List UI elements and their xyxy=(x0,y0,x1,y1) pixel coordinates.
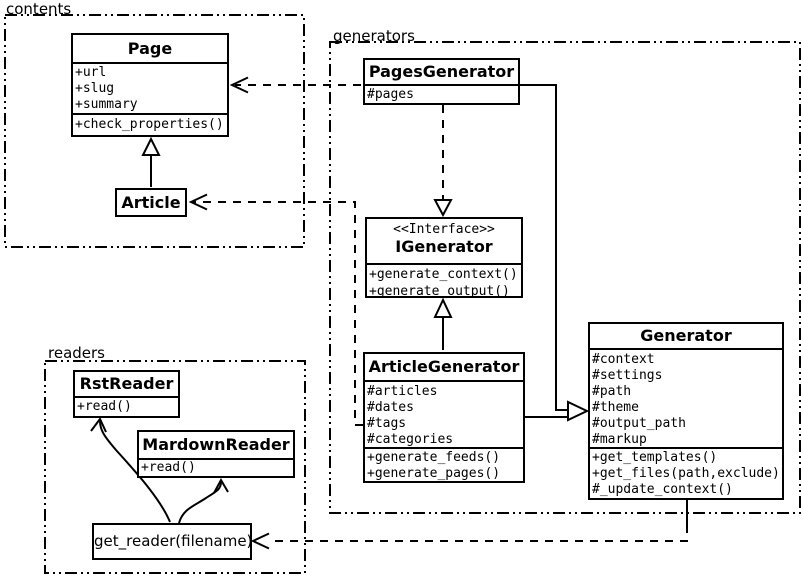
class-pagesgenerator-attributes: #pages xyxy=(365,84,518,103)
method: +check_properties() xyxy=(75,117,224,132)
attribute: #markup xyxy=(592,432,647,447)
attribute: +summary xyxy=(75,97,138,112)
articlegenerator-article-arrowhead xyxy=(188,193,208,211)
attribute: #categories xyxy=(367,432,454,447)
class-generator: Generator #context #settings #path #them… xyxy=(588,322,784,500)
method: +read() xyxy=(77,399,132,414)
pagesgenerator-page-arrowhead xyxy=(229,76,249,94)
attribute: #tags xyxy=(367,416,407,431)
get-reader-label: get_reader(filename) xyxy=(94,532,253,550)
getreader-rstreader-arrowhead xyxy=(90,417,107,433)
method: +get_templates() xyxy=(592,450,718,465)
attribute: +url xyxy=(75,65,107,80)
class-article-title: Article xyxy=(121,193,181,212)
contents-package-label: contents xyxy=(6,0,72,18)
attribute: #theme xyxy=(592,400,639,415)
method: +read() xyxy=(141,460,196,475)
class-pagesgenerator: PagesGenerator #pages xyxy=(363,58,520,105)
class-igenerator: <<Interface>> IGenerator +generate_conte… xyxy=(365,217,523,299)
class-generator-title: Generator xyxy=(640,326,732,345)
article-page-inheritance-triangle xyxy=(141,136,161,156)
generator-inheritance-triangle xyxy=(567,400,590,422)
class-articlegenerator: ArticleGenerator #articles #dates #tags … xyxy=(363,352,525,483)
class-article: Article xyxy=(115,188,187,217)
attribute: #context xyxy=(592,352,655,367)
class-page-title: Page xyxy=(127,39,173,58)
attribute: #path xyxy=(592,384,632,399)
attribute: #dates xyxy=(367,400,414,415)
generator-getreader-dependency-line xyxy=(272,525,688,542)
attribute: #pages xyxy=(367,87,414,102)
class-page-attributes: +url +slug +summary xyxy=(73,62,227,113)
articlegenerator-article-dependency-line xyxy=(193,201,363,426)
method: +generate_context() xyxy=(369,267,518,282)
class-mardownreader-title: MardownReader xyxy=(142,435,290,454)
class-articlegenerator-methods: +generate_feeds() +generate_pages() xyxy=(365,447,523,481)
pagesgenerator-igenerator-triangle xyxy=(433,199,453,218)
generators-package-border xyxy=(329,41,801,514)
attribute: #articles xyxy=(367,384,438,399)
method: +generate_output() xyxy=(369,284,510,299)
contents-package-border xyxy=(4,14,305,248)
attribute: #output_path xyxy=(592,416,686,431)
class-igenerator-methods: +generate_context() +generate_output() xyxy=(367,263,521,299)
class-rstreader-title: RstReader xyxy=(79,374,174,393)
class-generator-methods: +get_templates() +get_files(path,exclude… xyxy=(590,447,782,498)
generators-package-label: generators xyxy=(333,27,415,45)
method: +get_files(path,exclude) xyxy=(592,466,780,481)
class-page-methods: +check_properties() xyxy=(73,113,227,135)
class-mardownreader: MardownReader +read() xyxy=(137,430,295,478)
getreader-mardownreader-arrowhead xyxy=(213,477,229,494)
readers-package-border xyxy=(44,360,306,574)
method: +generate_feeds() xyxy=(367,450,501,465)
class-igenerator-title: IGenerator xyxy=(395,237,493,256)
class-mardownreader-methods: +read() xyxy=(139,458,293,476)
attribute: #settings xyxy=(592,368,663,383)
generator-getreader-arrowhead xyxy=(250,532,270,550)
class-rstreader: RstReader +read() xyxy=(73,370,180,418)
class-articlegenerator-title: ArticleGenerator xyxy=(368,357,520,376)
class-igenerator-stereotype: <<Interface>> xyxy=(393,222,495,237)
attribute: +slug xyxy=(75,81,115,96)
getreader-rstreader-curve xyxy=(99,420,171,523)
class-igenerator-header: <<Interface>> IGenerator xyxy=(367,219,521,263)
class-articlegenerator-attributes: #articles #dates #tags #categories xyxy=(365,380,523,447)
class-page: Page +url +slug +summary +check_properti… xyxy=(71,33,229,137)
getreader-mardownreader-curve xyxy=(178,481,222,524)
get-reader-node: get_reader(filename) xyxy=(92,523,252,560)
articlegenerator-igenerator-triangle xyxy=(433,297,453,318)
pagesgenerator-generator-inheritance-line xyxy=(520,84,568,411)
readers-package-label: readers xyxy=(48,344,105,362)
method: +generate_pages() xyxy=(367,466,501,481)
method: #_update_context() xyxy=(592,482,733,497)
class-pagesgenerator-title: PagesGenerator xyxy=(368,62,515,81)
class-rstreader-methods: +read() xyxy=(75,396,178,416)
class-generator-attributes: #context #settings #path #theme #output_… xyxy=(590,348,782,447)
